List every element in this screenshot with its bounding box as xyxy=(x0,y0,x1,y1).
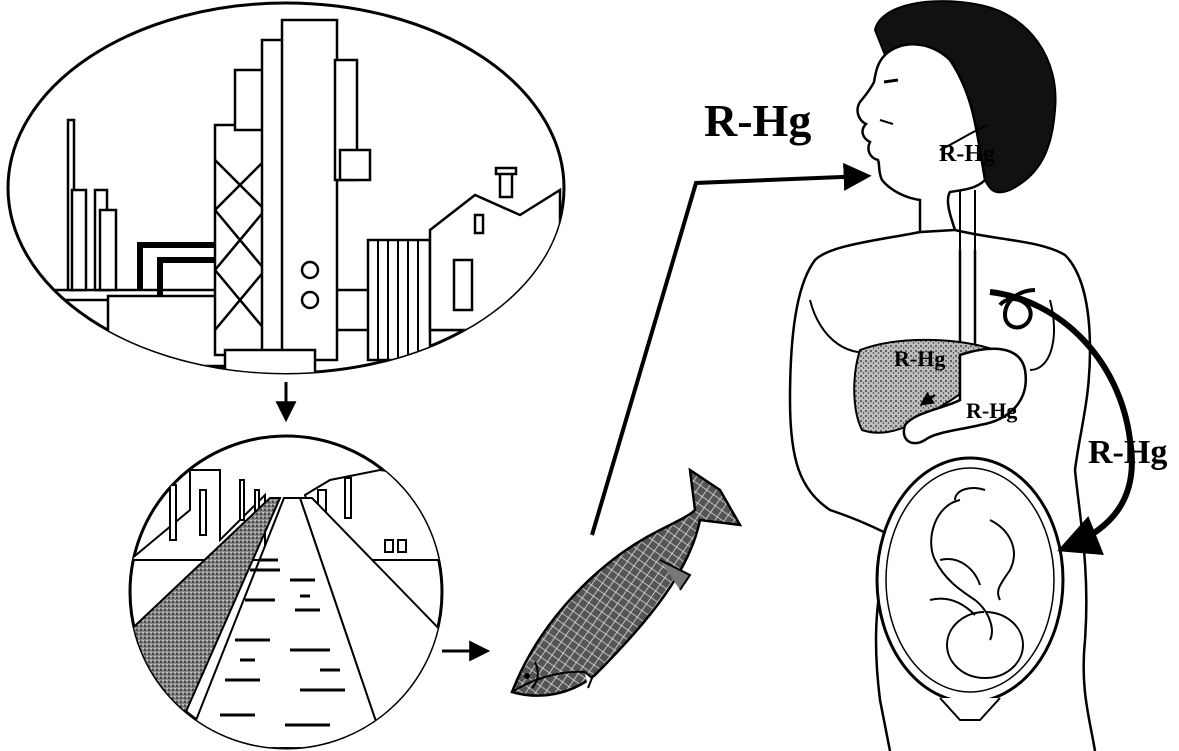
pregnant-woman-figure xyxy=(790,1,1095,751)
polluted-river-scene xyxy=(120,436,450,748)
factory-scene xyxy=(8,3,564,380)
label-rhg-intake: R-Hg xyxy=(704,98,811,144)
label-rhg-liver-duct: R-Hg xyxy=(966,400,1017,422)
label-rhg-liver: R-Hg xyxy=(894,348,945,370)
fish xyxy=(512,470,740,696)
label-rhg-throat: R-Hg xyxy=(939,142,995,166)
arrow-fish-to-mouth xyxy=(592,176,866,535)
label-rhg-placental: R-Hg xyxy=(1088,436,1167,470)
